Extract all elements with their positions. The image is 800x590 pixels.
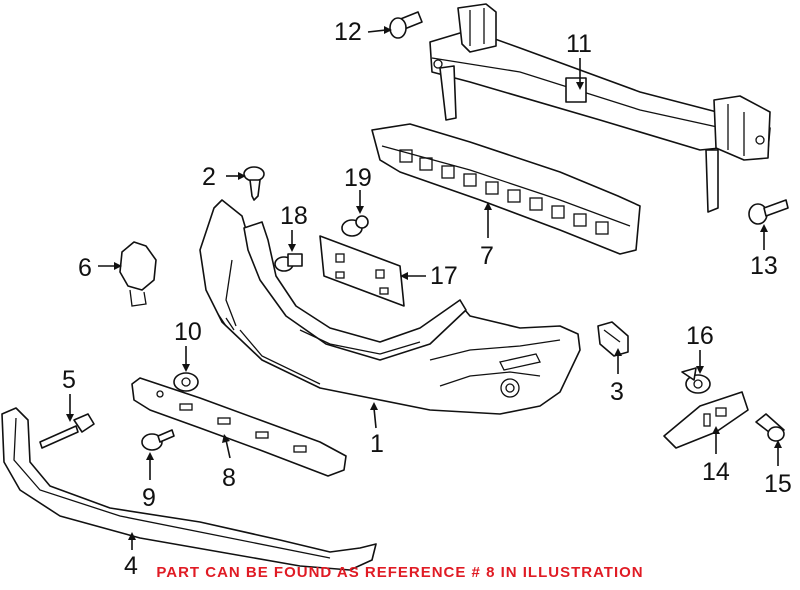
callout-15: 15	[764, 470, 792, 498]
callout-11: 11	[566, 30, 592, 58]
callout-10: 10	[174, 318, 202, 346]
part-13-bolt	[748, 199, 789, 225]
part-7-energy-absorber	[371, 123, 641, 255]
callout-8: 8	[222, 464, 236, 492]
callout-1: 1	[370, 430, 384, 458]
part-18-pin	[274, 253, 303, 272]
part-6-tow-cover	[119, 241, 157, 307]
part-15-bolt	[755, 413, 785, 442]
part-4-lower-spoiler	[1, 407, 377, 571]
part-5-rivet	[39, 413, 95, 449]
part-3-side-bracket	[597, 321, 629, 357]
callout-17: 17	[430, 262, 458, 290]
callout-12: 12	[334, 18, 362, 46]
part-8-lower-molding	[131, 377, 347, 477]
part-12-bolt	[389, 11, 423, 39]
reference-note: PART CAN BE FOUND AS REFERENCE # 8 IN IL…	[156, 564, 644, 581]
callout-19: 19	[344, 164, 372, 192]
part-2-screw	[243, 166, 265, 201]
callout-18: 18	[280, 202, 308, 230]
part-17-license-bracket	[319, 235, 405, 307]
callout-7: 7	[480, 242, 494, 270]
part-19-clip	[341, 215, 369, 237]
callout-9: 9	[142, 484, 156, 512]
leader-lines	[66, 26, 782, 550]
part-9-bolt	[141, 429, 175, 451]
callout-2: 2	[202, 163, 216, 191]
callout-6: 6	[78, 254, 92, 282]
callout-5: 5	[62, 366, 76, 394]
callout-13: 13	[750, 252, 778, 280]
part-10-clip	[173, 372, 199, 392]
callout-14: 14	[702, 458, 730, 486]
callout-3: 3	[610, 378, 624, 406]
callout-16: 16	[686, 322, 714, 350]
part-16-clip	[681, 367, 711, 394]
part-1-bumper-cover	[199, 199, 581, 415]
part-11-reinforcement-beam	[429, 3, 771, 213]
callout-4: 4	[124, 552, 138, 580]
part-14-corner-bracket	[663, 391, 749, 449]
